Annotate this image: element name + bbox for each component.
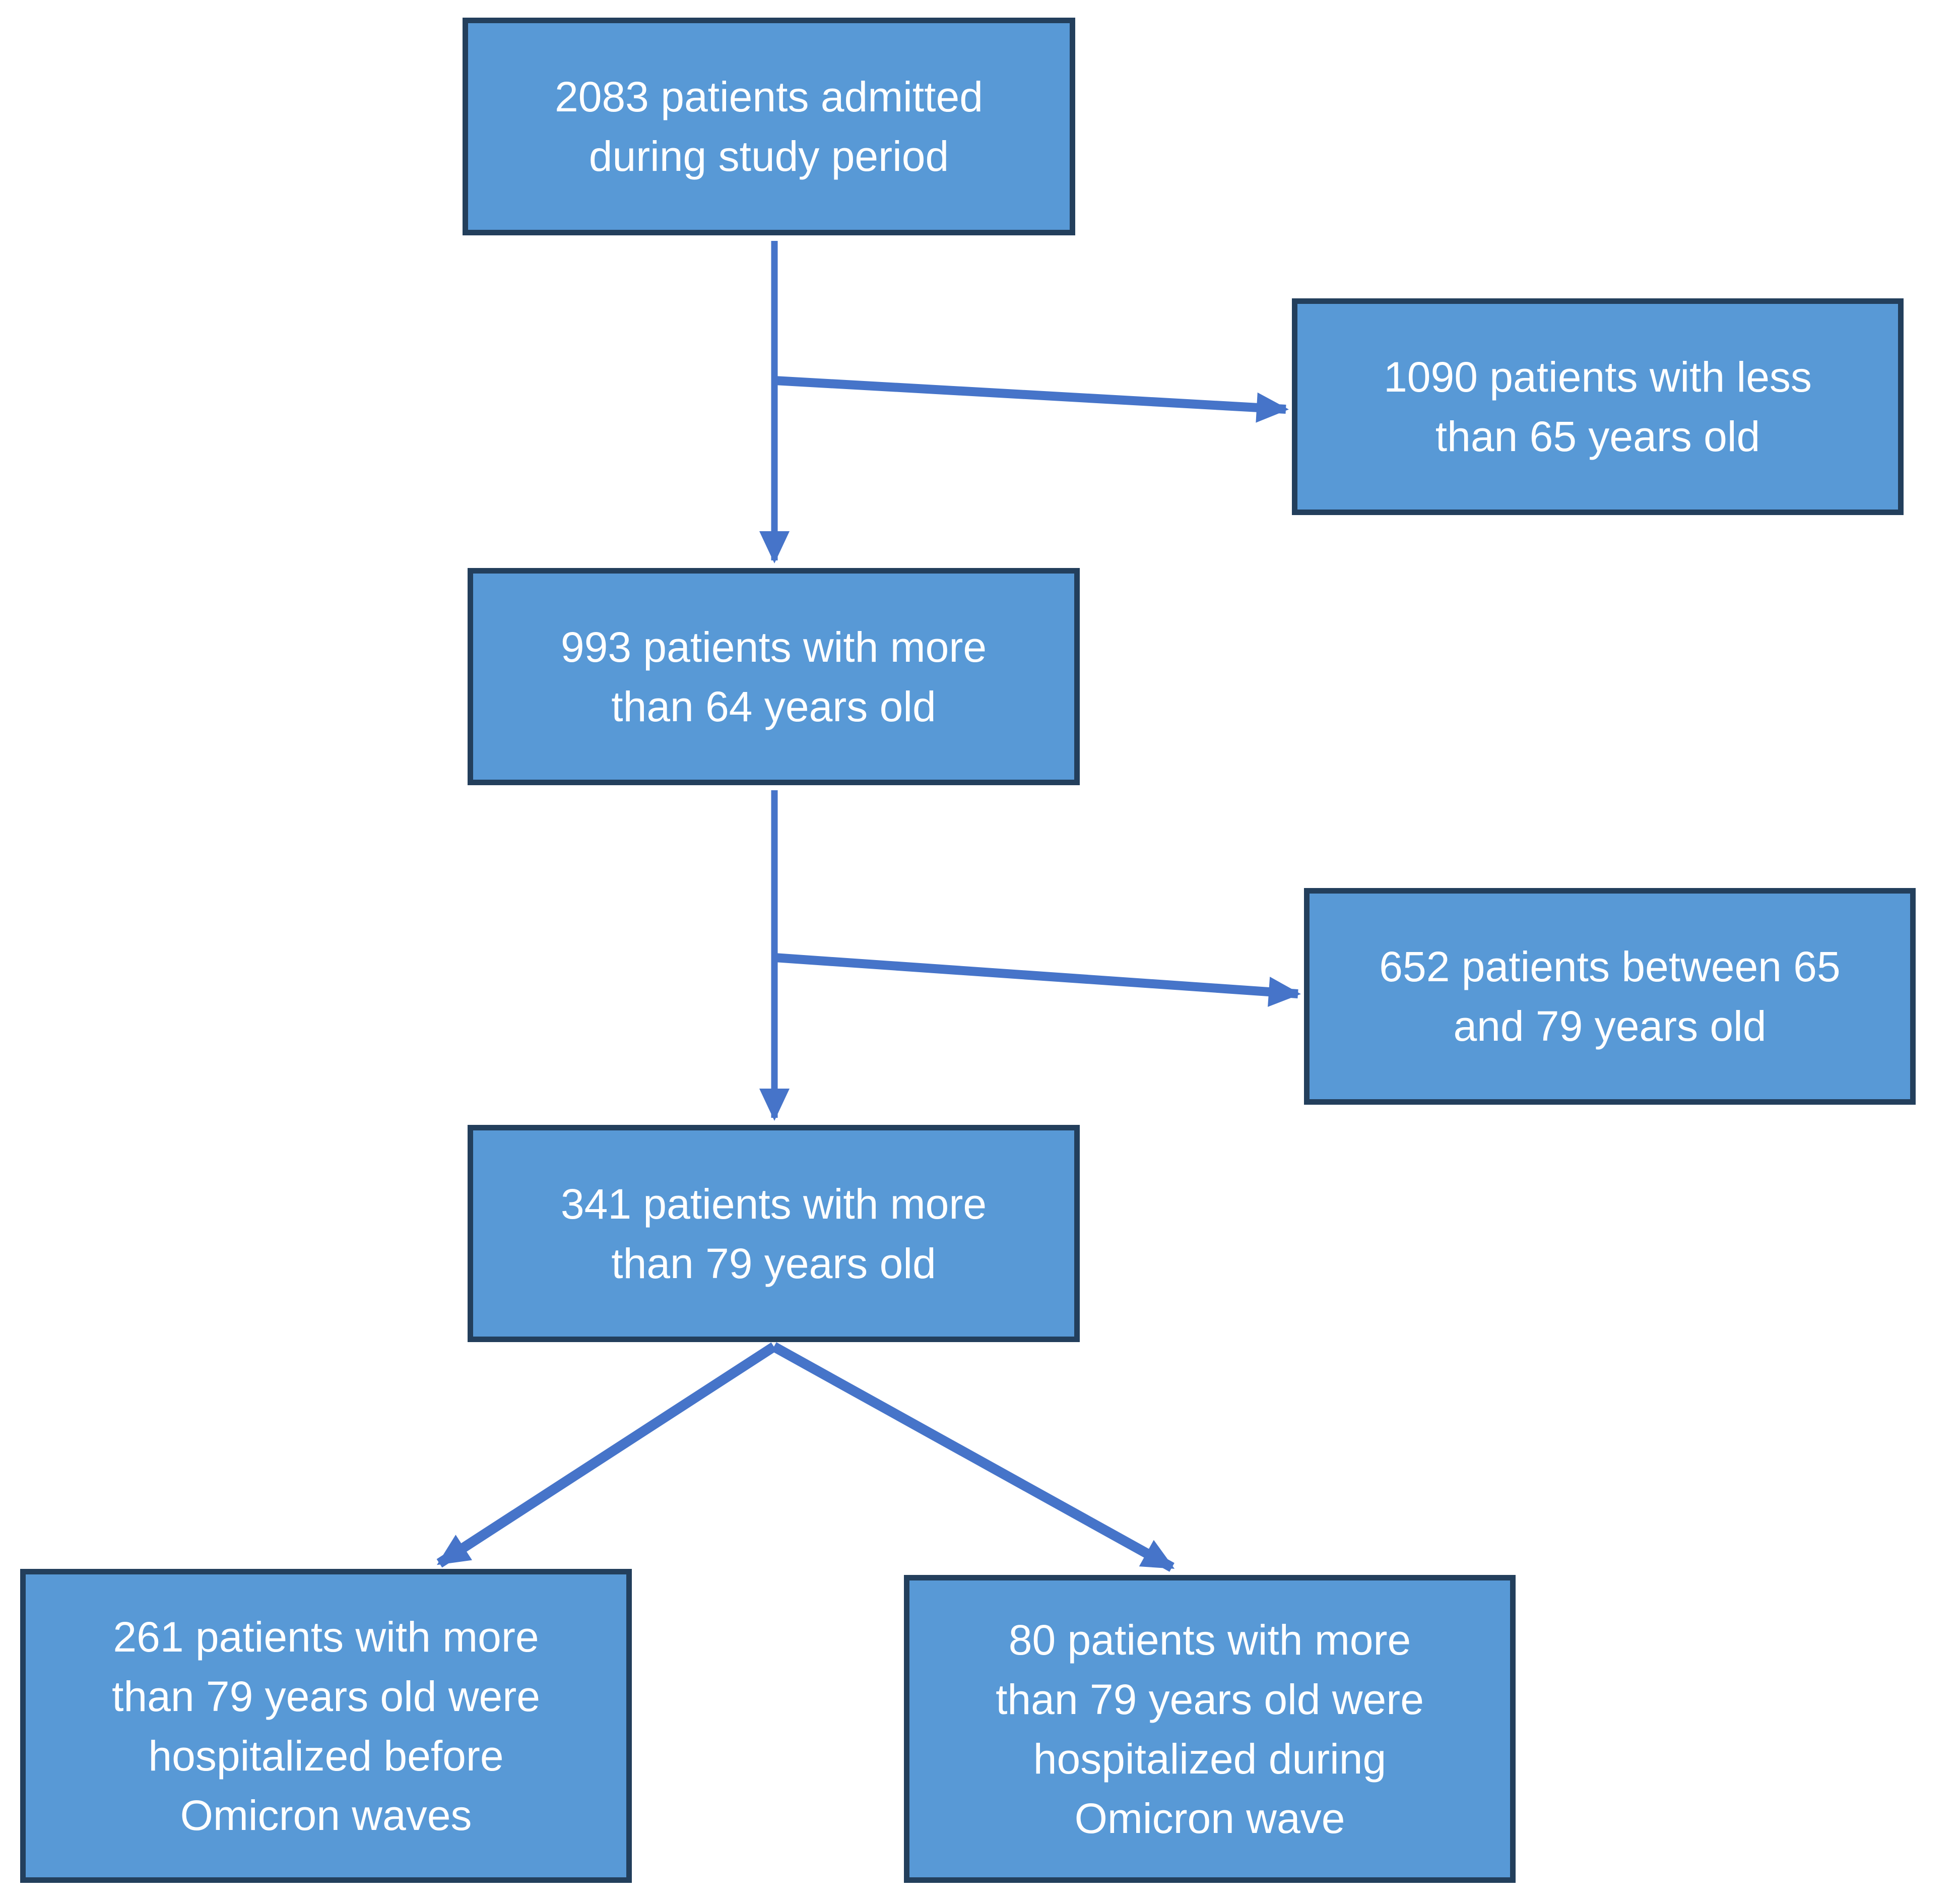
node-text: 261 patients with more than 79 years old… xyxy=(112,1607,540,1845)
node-over-64: 993 patients with more than 64 years old xyxy=(468,568,1080,785)
node-line: than 64 years old xyxy=(611,682,936,730)
node-line: than 65 years old xyxy=(1435,413,1760,460)
node-line: Omicron wave xyxy=(1074,1794,1345,1842)
node-text: 80 patients with more than 79 years old … xyxy=(996,1610,1424,1848)
node-text: 652 patients between 65 and 79 years old xyxy=(1379,937,1840,1056)
node-line: hospitalized before xyxy=(148,1732,504,1780)
node-over-79: 341 patients with more than 79 years old xyxy=(468,1125,1080,1342)
node-line: 2083 patients admitted xyxy=(555,73,983,120)
node-line: 993 patients with more xyxy=(560,623,987,671)
node-line: 1090 patients with less xyxy=(1384,353,1812,401)
node-line: than 79 years old were xyxy=(112,1672,540,1720)
arrow-over64-to-65-79 xyxy=(774,953,1301,1007)
node-line: 652 patients between 65 xyxy=(1379,943,1841,990)
node-line: than 79 years old xyxy=(611,1239,936,1287)
arrow-admitted-to-under65 xyxy=(774,376,1289,423)
node-line: 80 patients with more xyxy=(1008,1616,1411,1664)
node-before-omicron: 261 patients with more than 79 years old… xyxy=(20,1569,632,1883)
node-during-omicron: 80 patients with more than 79 years old … xyxy=(904,1575,1516,1883)
arrow-over79-to-before-omicron xyxy=(436,1342,777,1568)
node-admitted: 2083 patients admitted during study peri… xyxy=(463,18,1075,235)
node-line: and 79 years old xyxy=(1453,1002,1767,1050)
node-age-65-79: 652 patients between 65 and 79 years old xyxy=(1304,888,1916,1105)
node-line: hospitalized during xyxy=(1033,1735,1387,1783)
node-text: 993 patients with more than 64 years old xyxy=(561,617,987,736)
arrow-over79-to-during-omicron xyxy=(771,1342,1175,1572)
node-line: 341 patients with more xyxy=(560,1180,987,1228)
node-under-65: 1090 patients with less than 65 years ol… xyxy=(1292,298,1904,515)
node-line: Omicron waves xyxy=(180,1791,472,1839)
node-text: 341 patients with more than 79 years old xyxy=(561,1174,987,1293)
node-line: during study period xyxy=(589,133,949,180)
node-line: 261 patients with more xyxy=(113,1613,539,1661)
node-text: 1090 patients with less than 65 years ol… xyxy=(1384,347,1812,466)
node-line: than 79 years old were xyxy=(996,1675,1424,1723)
node-text: 2083 patients admitted during study peri… xyxy=(555,67,983,186)
